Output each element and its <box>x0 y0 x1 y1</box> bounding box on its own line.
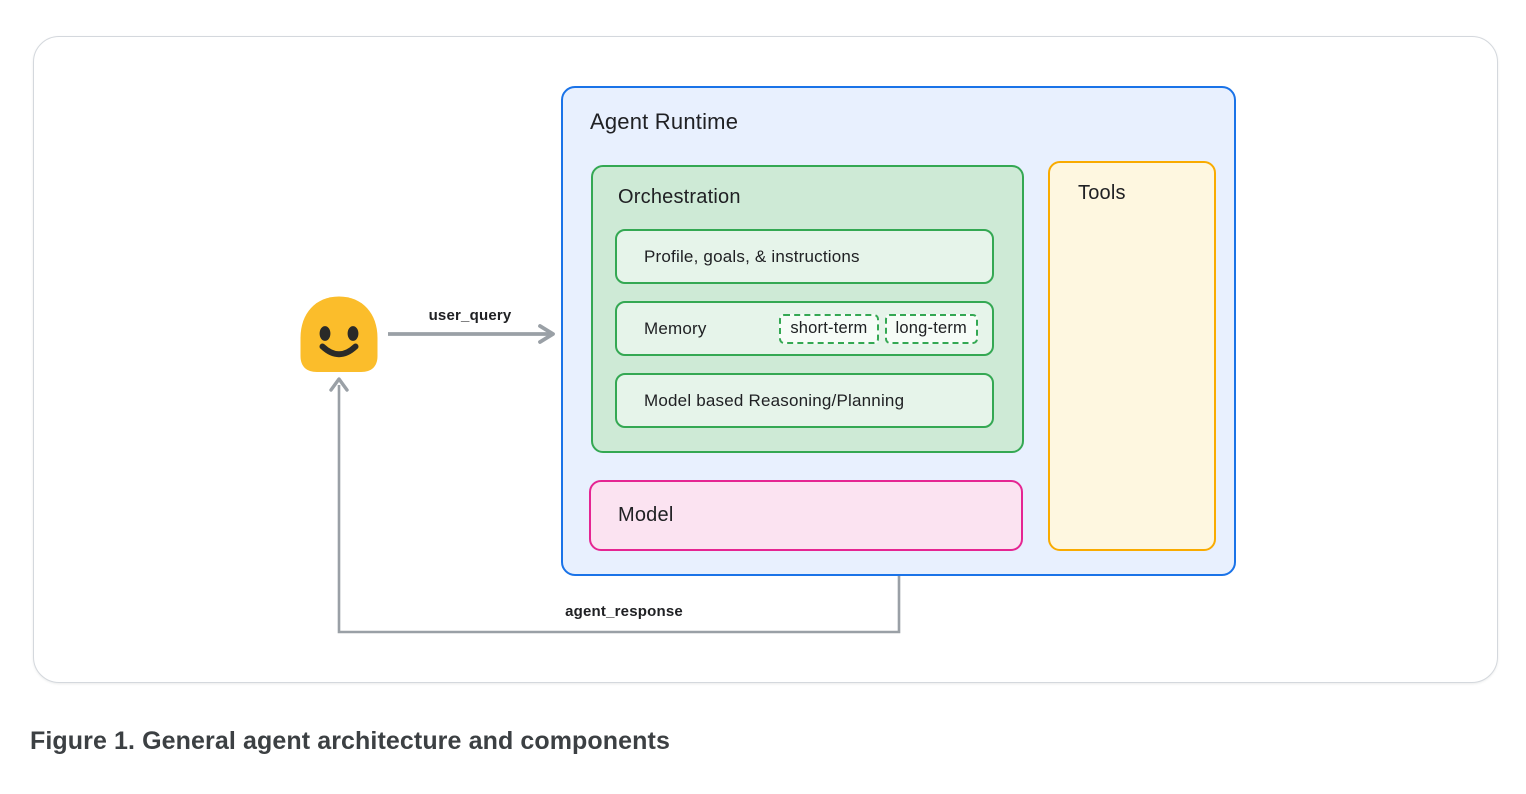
reasoning-item: Model based Reasoning/Planning <box>615 373 994 428</box>
agent-response-label: agent_response <box>565 603 683 620</box>
memory-chip-short-term: short-term <box>779 313 879 344</box>
figure-canvas: user_query agent_response Agent Runtime … <box>33 36 1498 683</box>
model-box: Model <box>589 480 1023 551</box>
user-smiley-icon <box>297 295 381 373</box>
user-query-label: user_query <box>428 307 512 324</box>
figure-caption: Figure 1. General agent architecture and… <box>30 727 670 755</box>
profile-goals-item: Profile, goals, & instructions <box>615 229 994 284</box>
arrowhead-up-icon <box>329 377 349 392</box>
smiley-left-eye <box>319 326 331 341</box>
smiley-mouth <box>319 343 359 358</box>
smiley-blob-graphic <box>300 296 378 372</box>
memory-label: Memory <box>644 318 707 338</box>
agent-runtime-box: Agent Runtime Orchestration Profile, goa… <box>561 86 1236 576</box>
orchestration-items: Profile, goals, & instructions Memory sh… <box>615 229 994 428</box>
agent-runtime-title: Agent Runtime <box>590 109 739 134</box>
model-title: Model <box>618 504 674 526</box>
memory-item: Memory short-term long-term <box>615 301 994 356</box>
tools-box: Tools <box>1048 161 1216 551</box>
arrowhead-right-icon <box>538 324 555 344</box>
orchestration-box: Orchestration Profile, goals, & instruct… <box>591 165 1024 453</box>
profile-goals-label: Profile, goals, & instructions <box>644 246 860 266</box>
orchestration-title: Orchestration <box>618 186 741 208</box>
tools-title: Tools <box>1078 182 1126 204</box>
memory-chips: short-term long-term <box>779 313 978 344</box>
smiley-right-eye <box>347 326 359 341</box>
memory-chip-long-term: long-term <box>884 313 978 344</box>
reasoning-label: Model based Reasoning/Planning <box>644 390 905 410</box>
